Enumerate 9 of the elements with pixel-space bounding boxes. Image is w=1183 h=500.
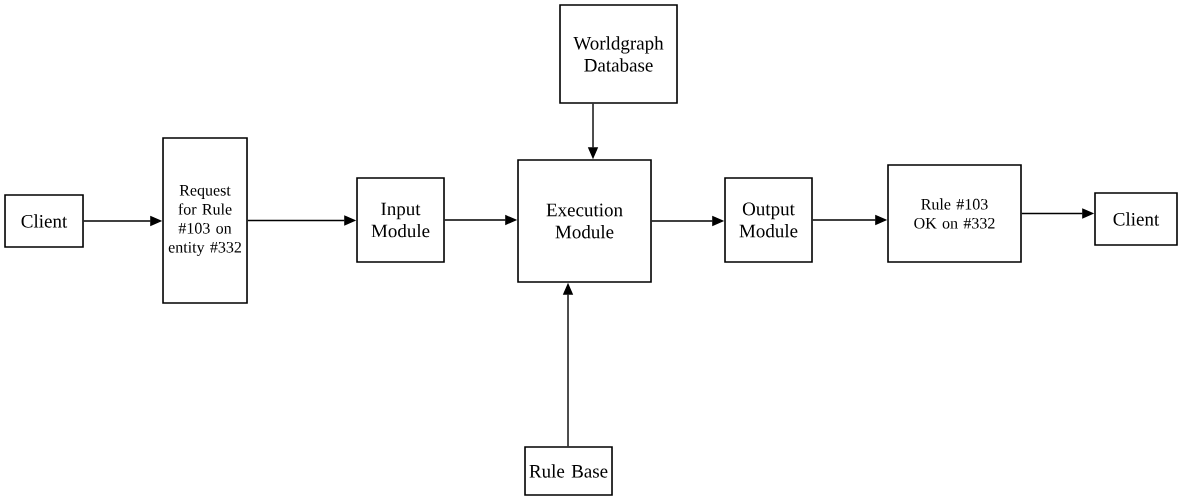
process-box: Rule Base (524, 446, 613, 496)
process-box: Client (4, 194, 84, 248)
process-box: Request for Rule #103 on entity #332 (162, 137, 248, 304)
process-box: Execution Module (517, 159, 652, 283)
process-box: Worldgraph Database (559, 4, 678, 104)
process-box: Client (1094, 192, 1178, 246)
process-box: Input Module (356, 177, 445, 263)
process-box: Output Module (724, 177, 813, 263)
process-box: Rule #103 OK on #332 (887, 164, 1022, 263)
